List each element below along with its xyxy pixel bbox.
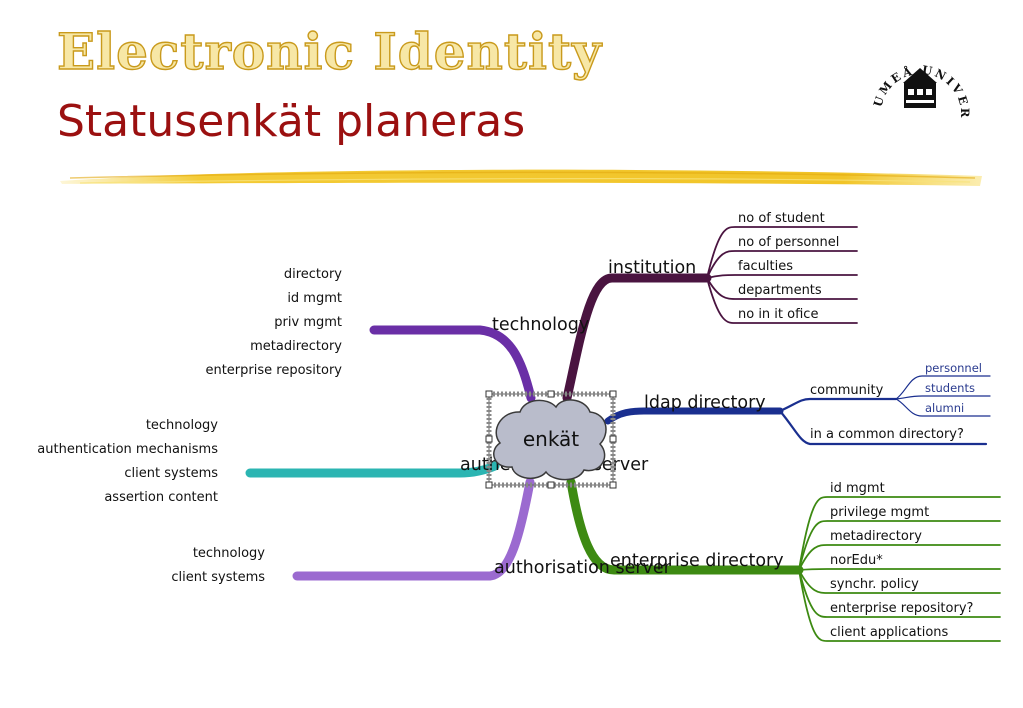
cloud-shape [493, 399, 607, 481]
university-logo: UMEÅ UNIVERSITET [868, 42, 970, 120]
branch-technology[interactable]: technology [492, 315, 589, 335]
branch-authentication-server-item-assertion-content[interactable]: assertion content [104, 490, 218, 505]
branch-authentication-server-item-client-systems[interactable]: client systems [124, 466, 218, 481]
branch-enterprise-directory-item-id-mgmt[interactable]: id mgmt [830, 481, 885, 496]
branch-authorisation-server-connector [292, 477, 535, 581]
slide-title: Electronic Identity [56, 21, 603, 81]
branch-technology-item-directory[interactable]: directory [284, 267, 342, 282]
branch-authentication-server-item-technology[interactable]: technology [146, 418, 218, 433]
branch-technology-item-metadirectory[interactable]: metadirectory [250, 339, 342, 354]
branch-institution-item-departments-connector [706, 277, 858, 300]
branch-institution-item-no-of-student-connector [706, 226, 858, 279]
leaf-personnel[interactable]: personnel [925, 361, 982, 375]
selection-frame [485, 390, 617, 489]
slide-subtitle: Statusenkät planeras [57, 96, 526, 147]
branch-enterprise-directory-item-metadirectory[interactable]: metadirectory [830, 529, 922, 544]
leaf-students-connector [895, 395, 991, 400]
branch-institution-item-no-of-student[interactable]: no of student [738, 211, 825, 226]
branch-institution-item-no-of-personnel-connector [706, 250, 858, 279]
branch-institution-item-no-of-personnel[interactable]: no of personnel [738, 235, 839, 250]
subbranch-in-a-common-directory[interactable]: in a common directory? [810, 427, 964, 442]
leaf-alumni-connector [895, 398, 991, 417]
branch-institution-item-departments[interactable]: departments [738, 283, 822, 298]
leaf-personnel-connector [895, 375, 991, 400]
branch-institution-item-no-in-it-ofice[interactable]: no in it ofice [738, 307, 818, 322]
branch-enterprise-directory-item-id-mgmt-connector [798, 496, 1001, 571]
branch-technology-item-id-mgmt[interactable]: id mgmt [287, 291, 342, 306]
branch-technology-connector [369, 325, 536, 403]
branch-enterprise-directory-connector [566, 477, 804, 575]
branch-institution-connector [562, 273, 712, 403]
branch-enterprise-directory-item-client-applications-connector [798, 569, 1001, 642]
center-node[interactable]: enkät [493, 399, 607, 481]
branch-authorisation-server[interactable]: authorisation server [494, 558, 672, 578]
branch-institution-item-faculties[interactable]: faculties [738, 259, 793, 274]
branch-institution-item-faculties-connector [706, 274, 858, 279]
branch-enterprise-directory-item-enterprise-repository-connector [798, 569, 1001, 618]
subbranch-community[interactable]: community [810, 383, 884, 398]
branch-authorisation-server-item-client-systems[interactable]: client systems [171, 570, 265, 585]
branch-enterprise-directory-item-noredu-connector [798, 568, 1001, 571]
branch-enterprise-directory-item-privilege-mgmt[interactable]: privilege mgmt [830, 505, 929, 520]
branch-technology-item-enterprise-repository[interactable]: enterprise repository [205, 363, 342, 378]
branch-enterprise-directory-item-synchr-policy[interactable]: synchr. policy [830, 577, 919, 592]
branch-enterprise-directory-item-enterprise-repository[interactable]: enterprise repository? [830, 601, 973, 616]
branch-enterprise-directory-item-client-applications[interactable]: client applications [830, 625, 949, 640]
leaf-alumni[interactable]: alumni [925, 401, 964, 415]
branch-enterprise-directory-item-privilege-mgmt-connector [798, 520, 1001, 571]
branch-enterprise-directory-item-noredu[interactable]: norEdu* [830, 553, 883, 568]
branch-technology-item-priv-mgmt[interactable]: priv mgmt [274, 315, 342, 330]
leaf-students[interactable]: students [925, 381, 975, 395]
subbranch-in-a-common-directory-connector [778, 409, 988, 446]
branch-authentication-server-connector [245, 461, 500, 478]
branch-authentication-server-item-authentication-mechanisms[interactable]: authentication mechanisms [37, 442, 218, 457]
branch-enterprise-directory[interactable]: enterprise directory [610, 551, 784, 571]
highlighter-stroke [60, 169, 982, 186]
center-label: enkät [523, 427, 579, 451]
branch-authorisation-server-item-technology[interactable]: technology [193, 546, 265, 561]
branch-ldap-directory[interactable]: ldap directory [644, 393, 766, 413]
branch-enterprise-directory-item-synchr-policy-connector [798, 569, 1001, 594]
subbranch-community-connector [778, 397, 898, 413]
branch-enterprise-directory-item-metadirectory-connector [798, 544, 1001, 571]
branch-institution-item-no-in-it-ofice-connector [706, 277, 858, 324]
branch-institution[interactable]: institution [608, 258, 696, 278]
